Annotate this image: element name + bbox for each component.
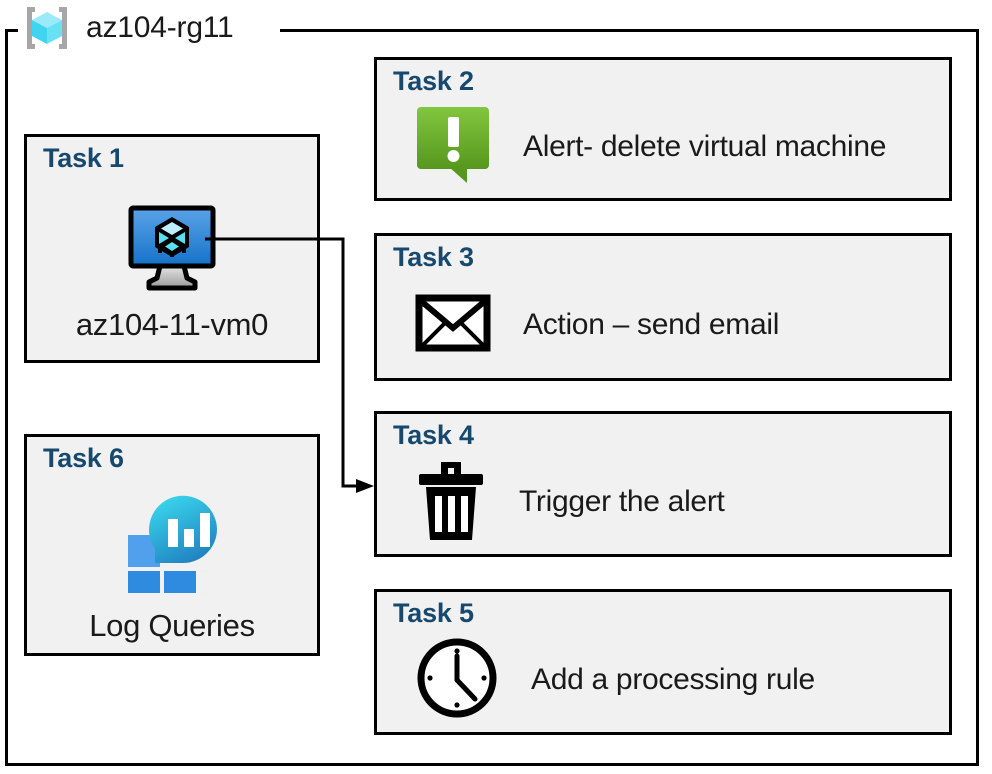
clock-icon bbox=[415, 636, 499, 725]
envelope-icon bbox=[415, 294, 491, 357]
card-title-task-1: Task 1 bbox=[43, 143, 124, 173]
log-analytics-icon bbox=[120, 493, 224, 601]
card-task-5[interactable]: Task 5 Add a processing rule bbox=[374, 589, 952, 735]
card-task-1[interactable]: Task 1 bbox=[24, 134, 320, 363]
card-task-2[interactable]: Task 2 Alert- delete virtual machin bbox=[374, 57, 952, 201]
card-title-task-3: Task 3 bbox=[393, 242, 474, 272]
card-text-task-5: Add a processing rule bbox=[531, 663, 815, 696]
card-task-3[interactable]: Task 3 Action – send email bbox=[374, 233, 952, 381]
resource-group-icon bbox=[18, 3, 76, 53]
card-text-task-4: Trigger the alert bbox=[519, 485, 725, 518]
card-text-task-1: az104-11-vm0 bbox=[75, 306, 269, 342]
card-task-4[interactable]: Task 4 Trigger the alert bbox=[374, 411, 952, 557]
resource-group-container bbox=[5, 29, 979, 766]
resource-group-header: az104-rg11 bbox=[18, 2, 234, 54]
card-title-task-5: Task 5 bbox=[393, 598, 474, 628]
alert-bubble-icon bbox=[415, 105, 491, 190]
card-text-task-6: Log Queries bbox=[89, 608, 255, 643]
trash-icon bbox=[415, 458, 487, 547]
card-text-task-2: Alert- delete virtual machine bbox=[523, 130, 887, 163]
card-title-task-4: Task 4 bbox=[393, 420, 474, 450]
card-task-6[interactable]: Task 6 bbox=[24, 434, 320, 656]
card-text-task-3: Action – send email bbox=[523, 308, 780, 341]
card-title-task-2: Task 2 bbox=[393, 66, 474, 96]
card-title-task-6: Task 6 bbox=[43, 443, 124, 473]
virtual-machine-icon bbox=[125, 202, 219, 297]
resource-group-title: az104-rg11 bbox=[86, 11, 234, 44]
